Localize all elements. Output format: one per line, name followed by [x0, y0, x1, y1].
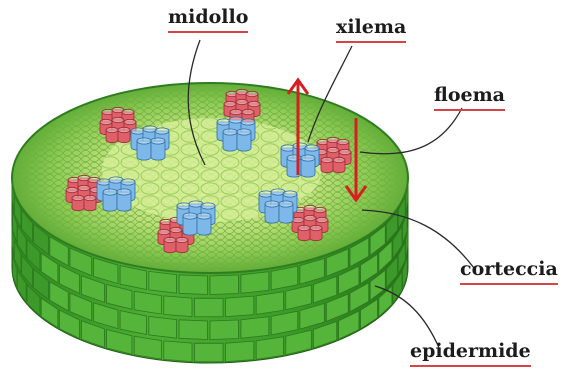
label-midollo: midollo — [168, 6, 248, 33]
label-xilema: xilema — [336, 16, 406, 43]
label-floema: floema — [434, 84, 505, 111]
label-epidermide: epidermide — [410, 340, 531, 367]
label-corteccia: corteccia — [460, 258, 558, 285]
